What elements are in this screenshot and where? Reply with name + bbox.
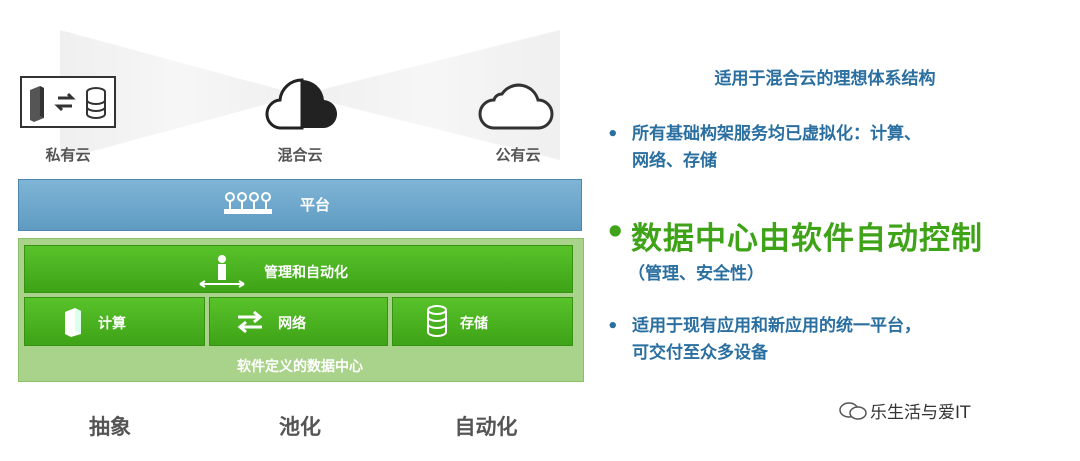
public-cloud-label: 公有云 <box>495 146 541 164</box>
network-box <box>209 297 388 346</box>
bullet-2-sub: （管理、安全性） <box>628 264 764 284</box>
management-automation-box <box>24 245 573 293</box>
watermark-text: 乐生活与爱IT <box>870 403 971 423</box>
bullet-1-dot: • <box>607 124 619 145</box>
management-person-icon <box>199 255 245 288</box>
bullet-1-line-1: 所有基础构架服务均已虚拟化：计算、 <box>632 124 921 144</box>
bullet-1-line-2: 网络、存储 <box>632 151 717 171</box>
storage-icon <box>427 305 447 337</box>
abstraction-label: 抽象 <box>89 415 131 439</box>
panel-title: 适用于混合云的理想体系结构 <box>714 69 936 89</box>
network-arrows-icon <box>237 310 263 334</box>
compute-label: 计算 <box>98 316 126 332</box>
storage-label: 存储 <box>460 316 488 332</box>
network-label: 网络 <box>278 316 306 332</box>
platform-icon <box>224 192 272 214</box>
public-cloud-icon <box>478 83 554 130</box>
storage-box <box>392 297 573 346</box>
hybrid-cloud-icon <box>265 78 338 130</box>
platform-label: 平台 <box>300 196 331 214</box>
private-cloud-icon <box>20 76 116 128</box>
bullet-3-line-1: 适用于现有应用和新应用的统一平台， <box>632 316 921 336</box>
management-automation-label: 管理和自动化 <box>264 265 348 281</box>
server-icon <box>65 308 81 337</box>
hybrid-cloud-label: 混合云 <box>277 146 323 164</box>
automation-label: 自动化 <box>454 415 518 439</box>
bullet-2-dot: • <box>605 213 626 251</box>
platform-bar <box>18 179 582 231</box>
compute-box <box>24 297 205 346</box>
wechat-icon <box>839 402 867 420</box>
private-cloud-label: 私有云 <box>45 146 91 164</box>
pooling-label: 池化 <box>279 415 321 439</box>
bullet-3-line-2: 可交付至众多设备 <box>632 343 768 363</box>
bullet-2-main: 数据中心由软件自动控制 <box>631 221 983 257</box>
bullet-3-dot: • <box>607 316 619 337</box>
sddc-label: 软件定义的数据中心 <box>237 359 363 375</box>
